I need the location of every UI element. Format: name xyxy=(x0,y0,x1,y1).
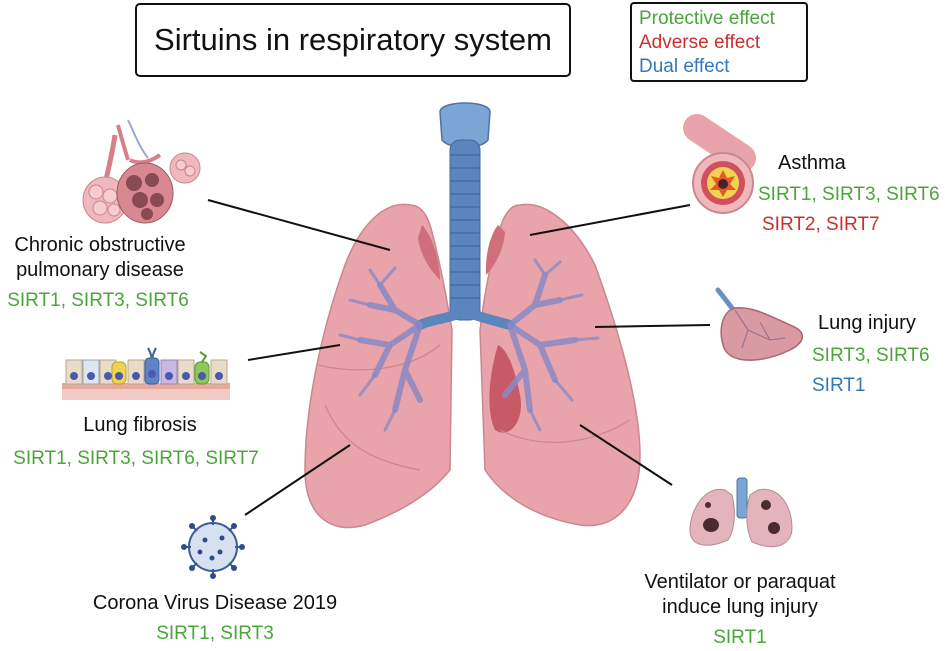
ventilator-name-line1: Ventilator or paraquat xyxy=(644,571,836,593)
lungs-trachea-illustration xyxy=(304,102,641,529)
fibrosis-protective: SIRT1, SIRT3, SIRT6, SIRT7 xyxy=(13,448,259,469)
legend-adverse: Adverse effect xyxy=(639,32,761,53)
injury-dual: SIRT1 xyxy=(812,375,866,396)
ventilator-label: Ventilator or paraquat induce lung injur… xyxy=(620,570,860,620)
injured-lung-lobe-icon xyxy=(715,287,804,361)
connector-lines xyxy=(207,199,711,516)
alveoli-icon xyxy=(82,119,201,224)
ventilator-protective: SIRT1 xyxy=(713,627,767,648)
copd-name-line2: pulmonary disease xyxy=(16,259,184,281)
legend: Protective effect Adverse effect Dual ef… xyxy=(630,2,808,82)
asthma-adverse: SIRT2, SIRT7 xyxy=(762,214,880,235)
copd-protective: SIRT1, SIRT3, SIRT6 xyxy=(7,290,189,311)
fibrosis-name: Lung fibrosis xyxy=(83,414,197,436)
asthma-name: Asthma xyxy=(778,152,846,174)
legend-protective: Protective effect xyxy=(639,8,775,29)
injury-name: Lung injury xyxy=(818,312,916,334)
epithelium-icon xyxy=(62,347,230,400)
ventilator-name-line2: induce lung injury xyxy=(662,596,818,618)
copd-name-line1: Chronic obstructive xyxy=(14,234,186,256)
covid-name: Corona Virus Disease 2019 xyxy=(92,592,338,614)
coronavirus-icon xyxy=(181,515,245,579)
damaged-lungs-icon xyxy=(689,477,793,547)
covid-protective: SIRT1, SIRT3 xyxy=(156,623,274,644)
copd-label: Chronic obstructive pulmonary disease xyxy=(0,233,200,283)
asthma-protective: SIRT1, SIRT3, SIRT6 xyxy=(758,184,940,205)
injury-protective: SIRT3, SIRT6 xyxy=(812,345,930,366)
title-text: Sirtuins in respiratory system xyxy=(154,22,552,57)
diagram-title: Sirtuins in respiratory system xyxy=(135,3,571,77)
legend-dual: Dual effect xyxy=(639,56,730,77)
airway-cross-section-icon xyxy=(683,114,756,214)
